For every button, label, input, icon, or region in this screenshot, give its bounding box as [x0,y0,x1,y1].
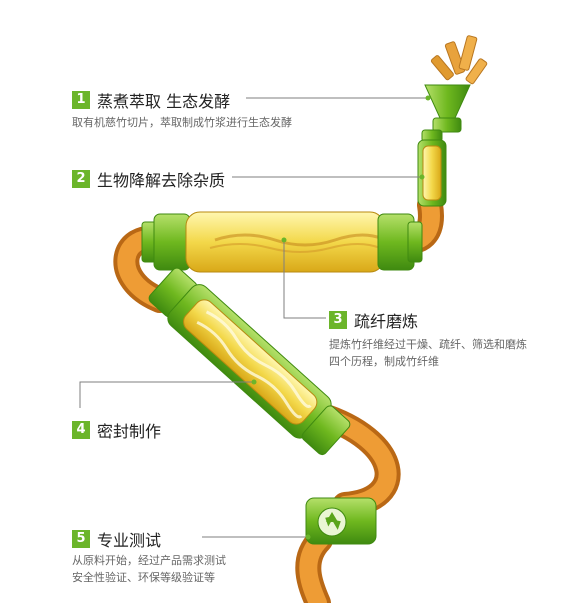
bamboo-sticks-icon [430,35,488,85]
step-2-title: 2 生物降解去除杂质 [72,167,225,191]
step-3-title-text: 疏纤磨炼 [354,312,419,331]
step-5-number: 5 [72,530,90,548]
step-3-title: 3 疏纤磨炼 [329,308,418,332]
connector-4 [79,381,254,408]
step-4-title-text: 密封制作 [97,422,162,441]
step-1-title: 1 蒸煮萃取 生态发酵 [72,88,230,112]
chamber-2 [141,211,423,273]
step-1-title-text: 蒸煮萃取 生态发酵 [97,92,231,111]
step-5-desc: 从原料开始，经过产品需求测试 安全性验证、环保等级验证等 [72,554,226,584]
connector-lines [79,97,428,538]
step-5-title: 5 专业测试 [72,527,161,551]
step-4-title: 4 密封制作 [72,418,161,442]
step-1-desc: 取有机慈竹切片，萃取制成竹浆进行生态发酵 [72,116,292,129]
connector-3 [283,240,326,319]
step-4-number: 4 [72,421,90,439]
connector-dots [251,95,431,540]
step-5-title-text: 专业测试 [97,531,162,550]
funnel [424,84,471,133]
step-2-number: 2 [72,170,90,188]
step-3-desc: 提炼竹纤维经过干燥、疏纤、筛选和磨炼 四个历程，制成竹纤维 [329,338,527,368]
chamber-5 [305,497,377,545]
recycle-icon [325,512,341,530]
chamber-1 [417,129,447,207]
step-3-number: 3 [329,311,347,329]
step-2-title-text: 生物降解去除杂质 [97,171,226,190]
chamber-3 [148,267,351,456]
step-1-number: 1 [72,91,90,109]
